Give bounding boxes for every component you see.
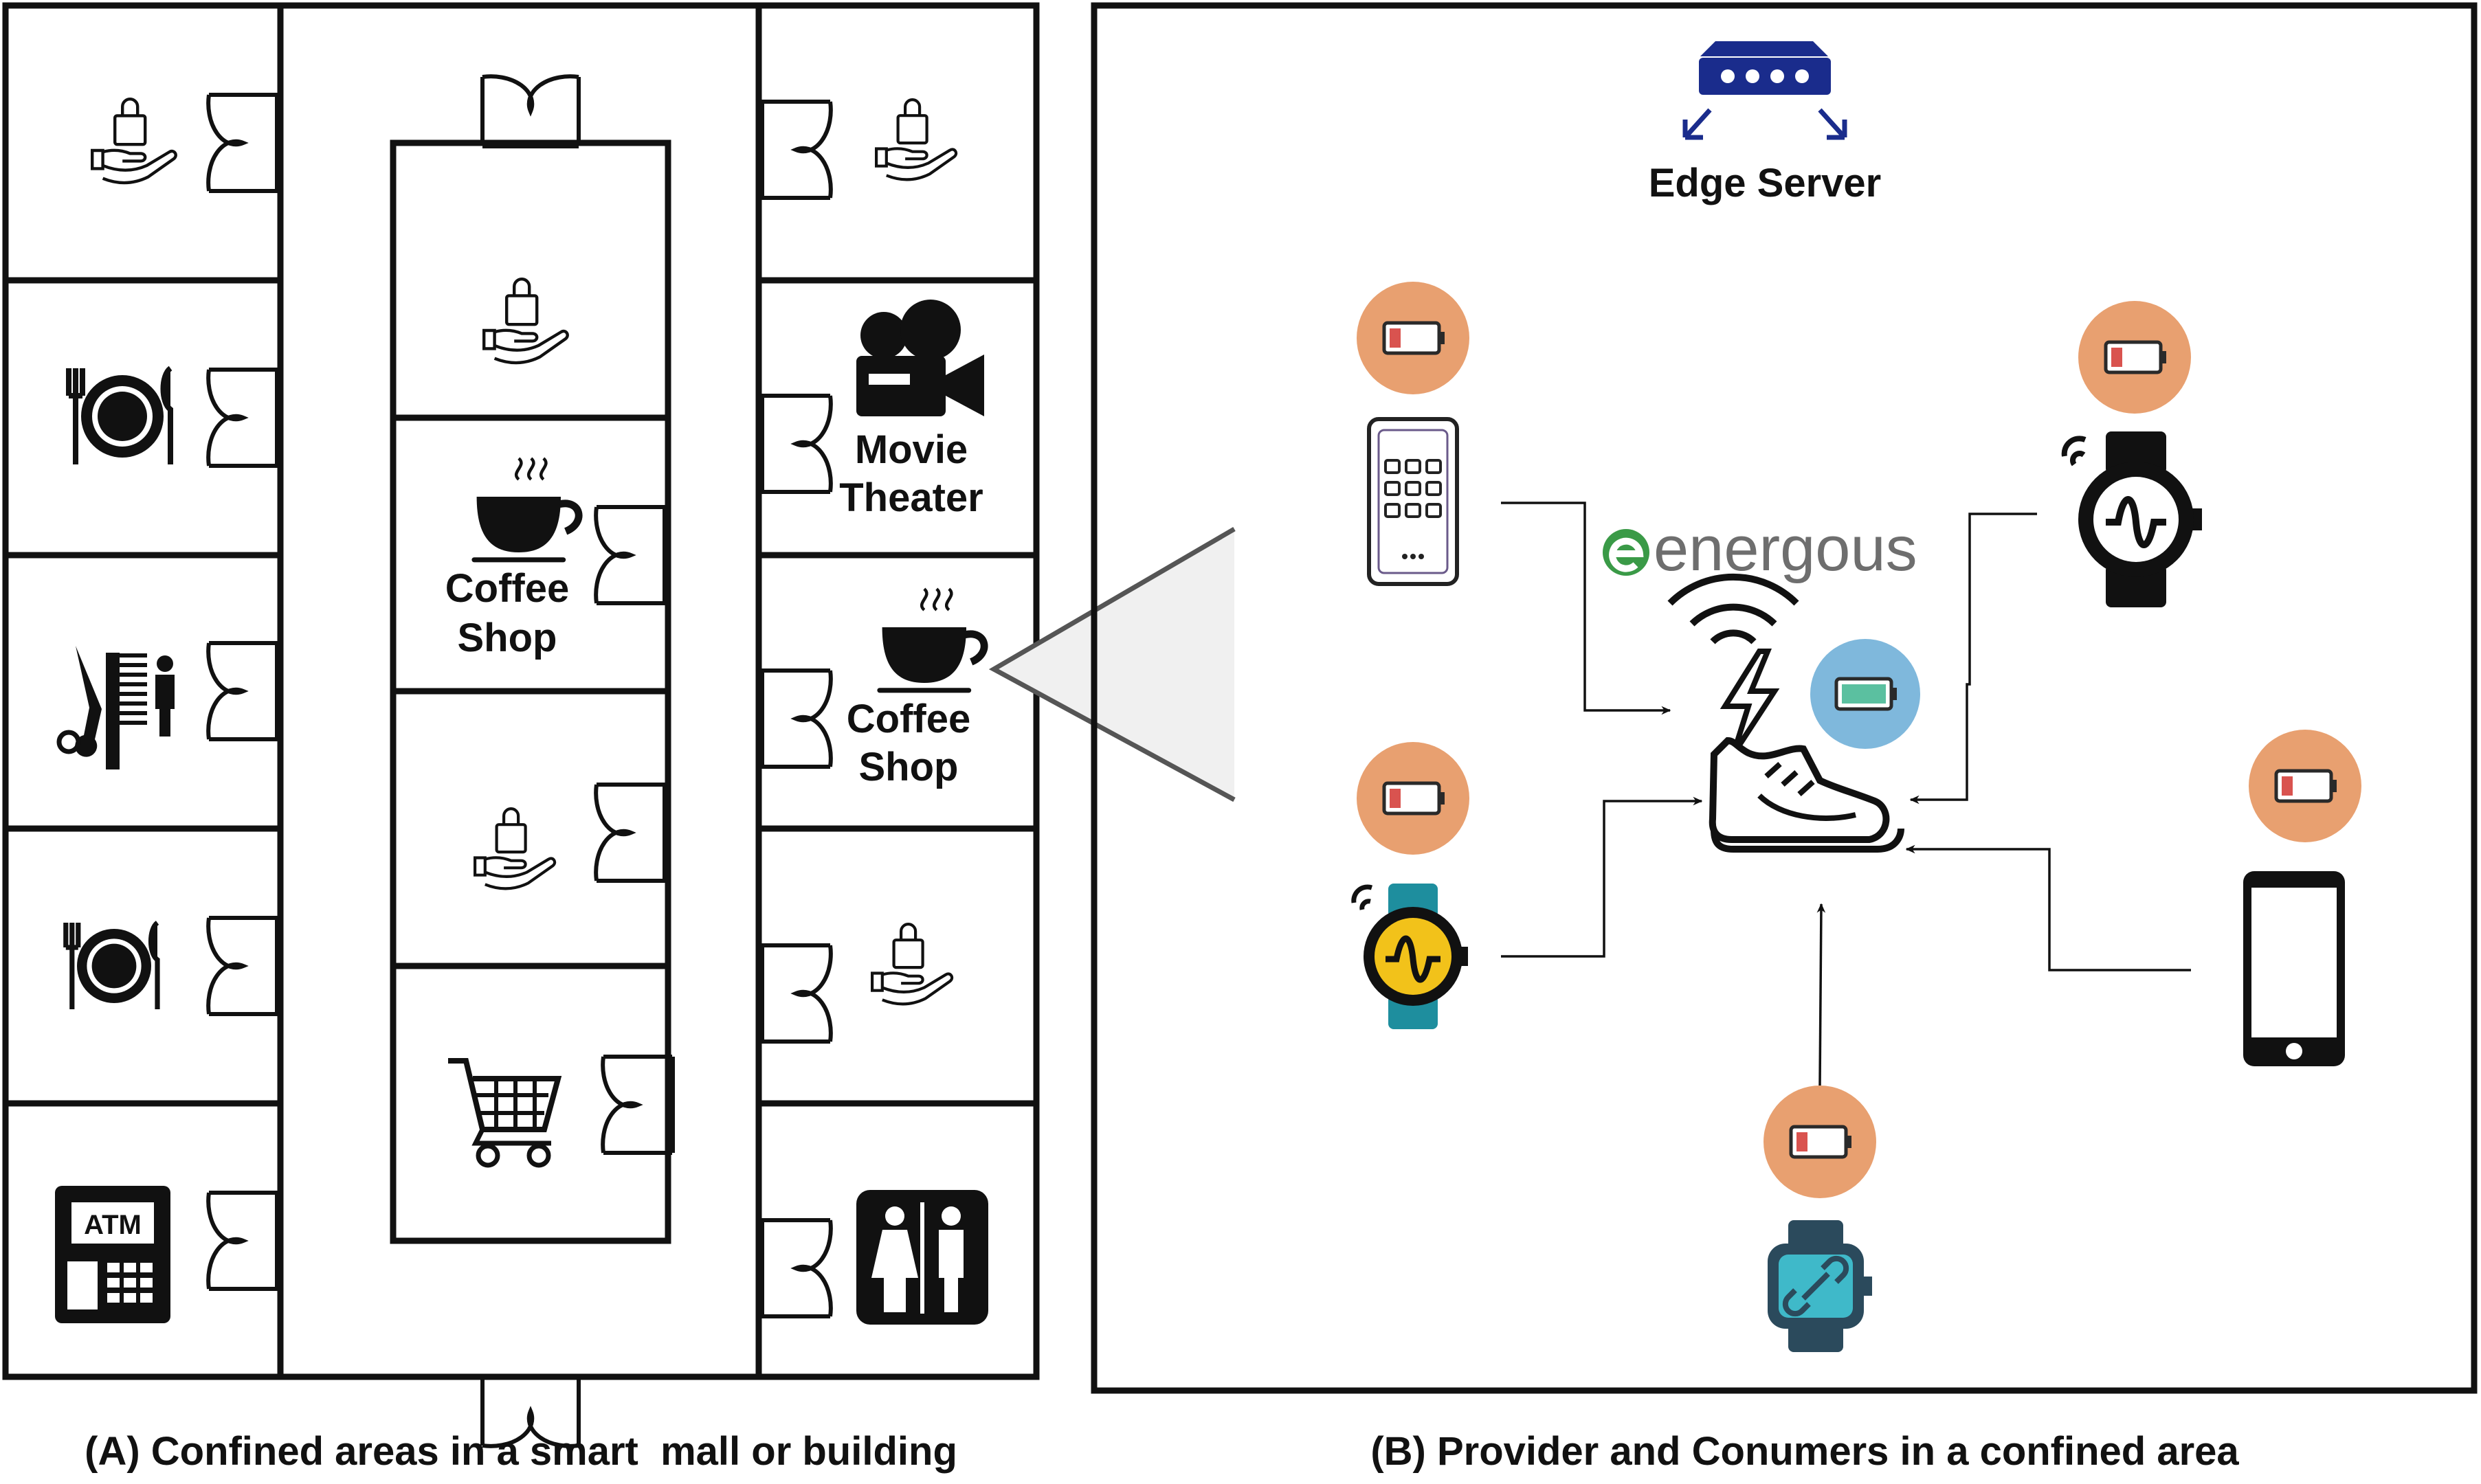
smartwatch-icon <box>1351 884 1468 1029</box>
coffee-shop-right-line2: Shop <box>859 745 959 789</box>
dining-icon <box>69 368 170 464</box>
panel-a-floorplan: ATM Coffee Shop <box>2 2 1040 1446</box>
caption-panel-a: (A) Confined areas in a smart mall or bu… <box>85 1429 957 1474</box>
panel-b-confined-area: Edge Server energous <box>1091 2 2478 1394</box>
consumer-watch-yellow <box>1351 742 1469 1029</box>
lightning-icon <box>1720 649 1780 756</box>
battery-icon <box>2106 342 2166 372</box>
cart-icon <box>448 1058 562 1168</box>
smartwatch-icon <box>2061 431 2202 607</box>
connector-arrows <box>1501 502 2191 1086</box>
consumer-phone-right <box>2243 730 2361 1066</box>
battery-icon <box>1384 323 1445 353</box>
right-store-dividers <box>759 277 1036 1107</box>
shopping-bag-hand-icon <box>92 99 176 183</box>
consumer-watch-black <box>2061 301 2202 607</box>
restroom-icon <box>856 1190 988 1325</box>
consumer-phone-app <box>1357 282 1469 586</box>
battery-icon <box>2276 771 2337 801</box>
charged-battery <box>1810 639 1920 749</box>
movie-camera-icon <box>856 300 984 416</box>
edge-server-icon <box>1682 41 1847 140</box>
smartwatch-icon <box>1768 1220 1872 1352</box>
coffee-shop-inner-line2: Shop <box>458 616 557 660</box>
shopping-bag-hand-icon <box>484 279 568 363</box>
left-store-dividers <box>5 277 280 1107</box>
shopping-bag-hand-icon <box>475 809 555 888</box>
coffee-cup-icon <box>471 458 579 562</box>
energous-logo: energous <box>1603 514 1917 584</box>
shopping-bag-hand-icon <box>876 100 956 179</box>
coffee-cup-icon <box>877 589 984 693</box>
confined-area-frame <box>1091 2 2478 1394</box>
doors-right <box>761 102 831 1316</box>
atm-icon: ATM <box>55 1186 170 1323</box>
provider-sneaker <box>1667 573 1920 853</box>
movie-theater-line2: Theater <box>839 475 983 520</box>
battery-icon <box>1791 1127 1851 1157</box>
edge-server-label: Edge Server <box>1649 161 1882 205</box>
coffee-shop-right-line1: Coffee <box>847 697 970 741</box>
caption-panel-b: (B) Provider and Conumers in a confined … <box>1370 1429 2239 1474</box>
sneaker-icon <box>1709 737 1904 853</box>
consumer-watch-teal <box>1764 1086 1876 1352</box>
wireless-charge-icon <box>1667 573 1799 644</box>
coffee-shop-inner-line1: Coffee <box>445 566 569 611</box>
atm-label: ATM <box>84 1210 142 1240</box>
zoom-callout <box>988 526 1236 802</box>
barber-icon <box>56 646 175 769</box>
smartphone-icon <box>2243 871 2345 1066</box>
movie-theater-line1: Movie <box>855 427 968 472</box>
center-island-dividers <box>393 414 668 969</box>
shopping-bag-hand-icon <box>872 924 952 1004</box>
smartphone-icon <box>1367 417 1459 586</box>
battery-icon <box>1384 783 1445 813</box>
brand-logo-text: energous <box>1654 514 1917 584</box>
doors-left <box>208 95 278 1289</box>
dining-icon <box>66 923 157 1009</box>
